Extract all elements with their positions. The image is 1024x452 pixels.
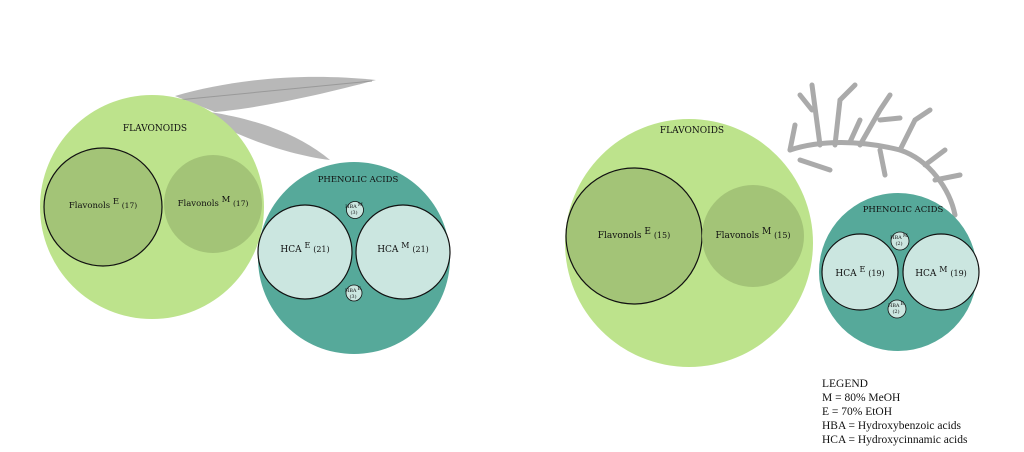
hba-m-circle-right xyxy=(890,231,910,251)
hba-e-label-left: HBAE(3) xyxy=(345,286,362,300)
legend-title: LEGEND xyxy=(822,378,868,390)
flavonoids-label-left: FLAVONOIDS xyxy=(123,124,187,134)
legend-item: E = 70% EtOH xyxy=(822,406,893,418)
hba-m-circle-left xyxy=(346,201,364,219)
phenolic-acids-label-left: PHENOLIC ACIDS xyxy=(318,175,399,185)
flavonols-e-label-right: Flavonols E (15) xyxy=(598,227,670,241)
hca-m-label-left: HCA M (21) xyxy=(377,241,429,255)
legend-item: HBA = Hydroxybenzoic acids xyxy=(822,420,962,432)
hca-m-label-right: HCA M (19) xyxy=(915,265,967,279)
legend-item: HCA = Hydroxycinnamic acids xyxy=(822,434,968,446)
hca-e-circle-right xyxy=(821,233,899,311)
legend: LEGEND M = 80% MeOH E = 70% EtOH HBA = H… xyxy=(822,377,967,447)
flavonols-m-circle-right xyxy=(702,185,804,287)
hca-m-circle-left xyxy=(355,204,451,300)
leaf-illustration xyxy=(175,76,376,160)
phenolic-acids-label-right: PHENOLIC ACIDS xyxy=(863,205,944,215)
hba-e-circle-right xyxy=(887,299,907,319)
flavonols-e-circle-left xyxy=(43,147,163,267)
hba-m-label-right: HBAM(2) xyxy=(890,233,908,247)
flavonols-e-label-left: Flavonols E (17) xyxy=(69,197,137,211)
hca-e-label-left: HCA E (21) xyxy=(280,241,329,255)
hca-m-circle-right xyxy=(902,233,980,311)
flavonols-m-label-right: Flavonols M (15) xyxy=(715,227,790,241)
hca-e-circle-left xyxy=(257,204,353,300)
flavonols-m-circle-left xyxy=(164,155,262,253)
seaweed-illustration xyxy=(787,82,963,218)
hba-e-circle-left xyxy=(345,284,363,302)
hba-e-label-right: HBAE(2) xyxy=(888,301,905,315)
legend-item: M = 80% MeOH xyxy=(822,392,901,404)
hba-m-label-left: HBAM(3) xyxy=(345,202,363,216)
flavonols-m-label-left: Flavonols M (17) xyxy=(178,195,249,209)
flavonoids-label-right: FLAVONOIDS xyxy=(660,126,724,136)
hca-e-label-right: HCA E (19) xyxy=(835,265,884,279)
